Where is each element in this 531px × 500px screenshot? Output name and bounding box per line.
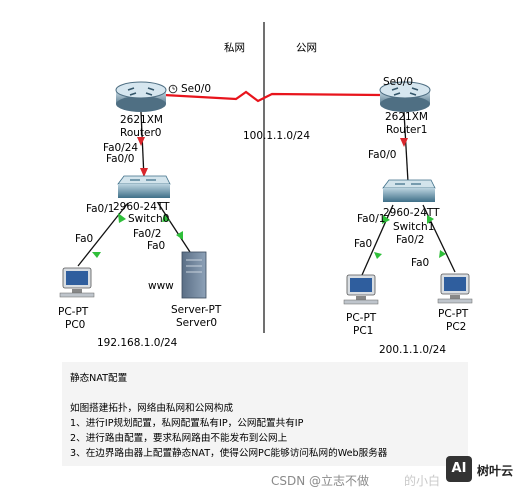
link-sw1-pc2-up-arrow: [427, 215, 434, 224]
zone-private-label: 私网: [224, 42, 245, 54]
pc0-fa-label: Fa0: [75, 233, 94, 245]
pc0-icon[interactable]: [59, 267, 95, 298]
r1-serial-port-label: Se0/0: [383, 76, 414, 88]
link-r1-down-arrow: [400, 138, 408, 147]
sw1-fa2-label: Fa0/2: [396, 234, 425, 246]
link-sw1-pc1[interactable]: [361, 204, 394, 276]
link-sw1-pc1-up-arrow: [382, 215, 390, 224]
router1-icon[interactable]: [379, 81, 431, 112]
switch1-model-label: 2960-24TT: [383, 207, 440, 219]
switch0-name-label: Switch0: [128, 213, 170, 225]
note-step-3: 3、在边界路由器上配置静态NAT，使得公网PC能够访问私网的Web服务器: [70, 448, 388, 459]
pc2-icon[interactable]: [437, 273, 473, 304]
switch0-icon[interactable]: [117, 175, 171, 198]
link-sw0-pc0[interactable]: [77, 202, 129, 267]
link-sw0-server0[interactable]: [157, 202, 191, 253]
server0-fa-label: Fa0: [147, 240, 166, 252]
note-title: 静态NAT配置: [70, 373, 128, 384]
ai-badge-icon: AI: [446, 456, 472, 482]
server0-role-label: www: [148, 280, 174, 292]
sw0-fa2-label: Fa0/2: [133, 228, 162, 240]
pc1-type-label: PC-PT: [346, 312, 377, 324]
r0-fa-port-label: Fa0/0: [106, 153, 135, 165]
switch1-icon[interactable]: [382, 179, 436, 202]
router1-name-label: Router1: [386, 124, 428, 136]
topology-diagram: [59, 22, 473, 333]
switch0-model-label: 2960-24TT: [113, 201, 170, 213]
pc0-name-label: PC0: [65, 319, 86, 331]
link-server-up-arrow: [176, 231, 183, 240]
pc0-type-label: PC-PT: [58, 306, 89, 318]
server0-name-label: Server0: [176, 317, 218, 329]
router0-icon[interactable]: [115, 81, 167, 112]
link-sw0-down-arrow: [140, 168, 148, 177]
pc1-fa-label: Fa0: [354, 238, 373, 250]
pc1-name-label: PC1: [353, 325, 374, 337]
link-pc2-up-arrow: [439, 250, 446, 258]
pc2-fa-label: Fa0: [411, 257, 430, 269]
r1-fa-port-label: Fa0/0: [368, 149, 397, 161]
pc2-type-label: PC-PT: [438, 308, 469, 320]
switch1-name-label: Switch1: [393, 221, 435, 233]
note-intro: 如图搭建拓扑，网络由私网和公网构成: [70, 403, 234, 414]
router0-name-label: Router0: [120, 127, 162, 139]
watermark-tail: 的小白: [404, 474, 441, 488]
private-lan-label: 192.168.1.0/24: [97, 337, 178, 349]
sw0-fa1-label: Fa0/1: [86, 203, 115, 215]
server0-icon[interactable]: [181, 251, 207, 299]
brand-watermark: 树叶云: [477, 464, 514, 478]
r0-fa24-label: Fa0/24: [103, 142, 139, 154]
link-sw0-server-up-arrow: [162, 214, 170, 222]
link-r0-sw0[interactable]: [140, 111, 145, 179]
zone-public-label: 公网: [296, 42, 317, 54]
link-sw0-pc0-up-arrow: [118, 213, 126, 223]
note-step-1: 1、进行IP规划配置，私网配置私有IP，公网配置共有IP: [70, 418, 304, 429]
pc2-name-label: PC2: [446, 321, 467, 333]
link-r1-sw1[interactable]: [403, 111, 409, 183]
r0-serial-port-label: Se0/0: [181, 83, 212, 95]
note-step-2: 2、进行路由配置，要求私网路由不能发布到公网上: [70, 433, 288, 444]
csdn-watermark: CSDN @立志不做: [271, 474, 370, 488]
wan-network-label: 100.1.1.0/24: [243, 130, 310, 142]
router1-model-label: 2621XM: [385, 111, 428, 123]
link-r0-down-arrow: [137, 137, 145, 146]
server0-type-label: Server-PT: [171, 304, 222, 316]
serial-link[interactable]: [163, 90, 381, 103]
instruction-note: 静态NAT配置 如图搭建拓扑，网络由私网和公网构成 1、进行IP规划配置，私网配…: [62, 362, 468, 466]
router0-model-label: 2621XM: [120, 114, 163, 126]
sw1-fa1-label: Fa0/1: [357, 213, 386, 225]
public-lan-label: 200.1.1.0/24: [379, 344, 446, 356]
link-pc1-up-arrow: [374, 252, 382, 259]
link-pc0-up-arrow: [92, 252, 101, 258]
pc1-icon[interactable]: [343, 274, 379, 305]
